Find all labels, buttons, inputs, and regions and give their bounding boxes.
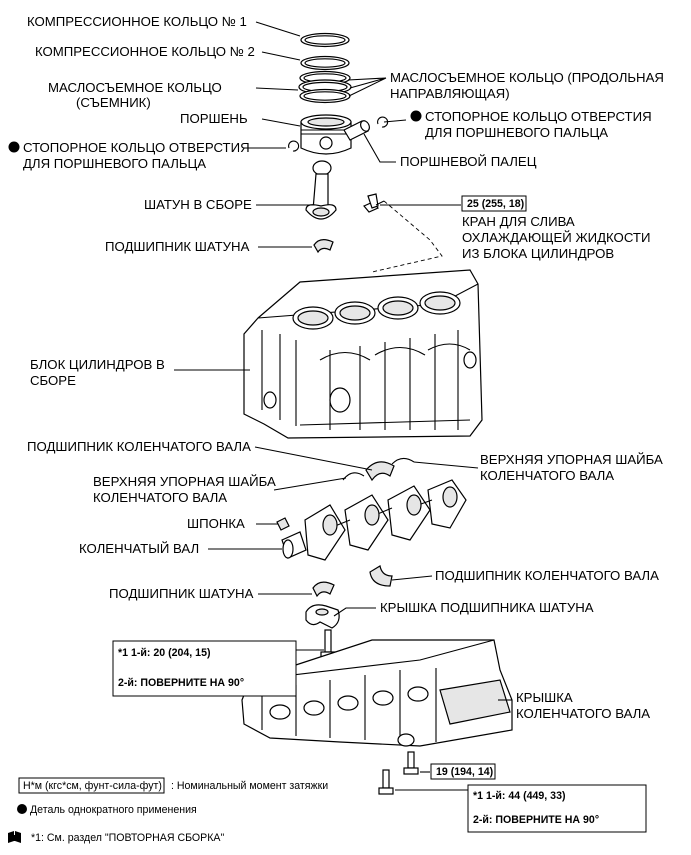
label-box1-line2: 2-й: ПОВЕРНИТЕ НА 90° [118, 677, 244, 689]
label-oil-ring-2: (СЪЕМНИК) [76, 95, 151, 110]
label-thrust-right-1: ВЕРХНЯЯ УПОРНАЯ ШАЙБА [480, 452, 663, 467]
ring-2 [300, 55, 350, 71]
label-piston: ПОРШЕНЬ [180, 111, 248, 126]
label-crankshaft: КОЛЕНЧАТЫЙ ВАЛ [79, 541, 199, 556]
label-oil-rail-1: МАСЛОСЪЕМНОЕ КОЛЬЦО (ПРОДОЛЬНАЯ [390, 70, 664, 85]
drain-torque-box [461, 195, 527, 212]
label-snap-right-1: СТОПОРНОЕ КОЛЬЦО ОТВЕРСТИЯ [425, 109, 652, 124]
rod-bearing-top-part [313, 239, 334, 254]
rod-bearing-bottom-part [312, 581, 335, 598]
leader-lines [174, 21, 512, 791]
label-thrust-left-1: ВЕРХНЯЯ УПОРНАЯ ШАЙБА [93, 474, 276, 489]
label-main-bearing-lower: ПОДШИПНИК КОЛЕНЧАТОГО ВАЛА [435, 568, 659, 583]
oil-ring-set [298, 70, 352, 104]
cap-bolt-44 [378, 769, 394, 795]
label-snap-left-1: СТОПОРНОЕ КОЛЬЦО ОТВЕРСТИЯ [23, 140, 250, 155]
label-ring-2: КОМПРЕССИОННОЕ КОЛЬЦО № 2 [35, 44, 255, 59]
label-key: ШПОНКА [187, 516, 245, 531]
rod-cap-part [305, 604, 340, 629]
piston-part [300, 114, 352, 155]
ring-1 [300, 32, 350, 48]
legend-unit-text: : Номинальный момент затяжки [171, 780, 328, 792]
crank-cap-part [241, 639, 513, 747]
single-use-dot-icon [17, 804, 27, 814]
cylinder-block-part [243, 269, 483, 439]
main-bearing-upper-part [365, 461, 395, 482]
single-use-dot-icon [8, 141, 20, 153]
label-box2-line1: *1 1-й: 44 (449, 33) [473, 790, 566, 802]
torque-box-2 [467, 784, 647, 833]
label-thrust-left-2: КОЛЕНЧАТОГО ВАЛА [93, 490, 227, 505]
cap-bolt-19 [403, 751, 419, 775]
connecting-rod-part [305, 160, 337, 220]
label-block-1: БЛОК ЦИЛИНДРОВ В [30, 357, 165, 372]
label-rod-bearing-bottom: ПОДШИПНИК ШАТУНА [109, 586, 254, 601]
unit-legend-box [18, 777, 165, 794]
legend-single-use: Деталь однократного применения [30, 804, 197, 816]
torque-box-19 [430, 763, 496, 780]
label-box1-line1: *1 1-й: 20 (204, 15) [118, 647, 211, 659]
label-drain-1: КРАН ДЛЯ СЛИВА [462, 214, 575, 229]
label-drain-3: ИЗ БЛОКА ЦИЛИНДРОВ [462, 246, 614, 261]
label-rod-cap: КРЫШКА ПОДШИПНИКА ШАТУНА [380, 600, 594, 615]
reassembly-book-icon [8, 831, 21, 843]
label-drain-2: ОХЛАЖДАЮЩЕЙ ЖИДКОСТИ [462, 230, 650, 245]
label-rod-bearing-top: ПОДШИПНИК ШАТУНА [105, 239, 250, 254]
label-piston-pin: ПОРШНЕВОЙ ПАЛЕЦ [400, 154, 537, 169]
drain-cock-guide [371, 200, 443, 273]
label-connecting-rod: ШАТУН В СБОРЕ [144, 197, 252, 212]
snap-ring-left-part [288, 140, 300, 152]
snap-ring-right-part [377, 116, 389, 128]
thrust-washer-left-part [342, 472, 365, 481]
label-drain-torque: 25 (255, 18) [467, 198, 524, 210]
legend-note: *1: См. раздел "ПОВТОРНАЯ СБОРКА" [31, 832, 224, 844]
label-torque-19: 19 (194, 14) [436, 766, 493, 778]
label-block-2: СБОРЕ [30, 373, 76, 388]
key-part [276, 517, 290, 531]
label-ring-1: КОМПРЕССИОННОЕ КОЛЬЦО № 1 [27, 14, 247, 29]
drain-cock-part [363, 193, 385, 213]
piston-pin-part [343, 120, 370, 141]
label-crank-cap-1: КРЫШКА [516, 690, 573, 705]
legend-unit: Н*м (кгс*см, фунт-сила-фут) [23, 780, 162, 792]
crankshaft-part [281, 479, 467, 561]
main-bearing-lower-part [369, 565, 393, 587]
label-thrust-right-2: КОЛЕНЧАТОГО ВАЛА [480, 468, 614, 483]
label-crank-cap-2: КОЛЕНЧАТОГО ВАЛА [516, 706, 650, 721]
label-snap-left-2: ДЛЯ ПОРШНЕВОГО ПАЛЬЦА [23, 156, 206, 171]
single-use-dot-icon [410, 110, 422, 122]
label-oil-ring-1: МАСЛОСЪЕМНОЕ КОЛЬЦО [48, 80, 222, 95]
label-box2-line2: 2-й: ПОВЕРНИТЕ НА 90° [473, 814, 599, 826]
label-main-bearing-upper: ПОДШИПНИК КОЛЕНЧАТОГО ВАЛА [27, 439, 251, 454]
torque-box-1 [112, 640, 297, 697]
label-oil-rail-2: НАПРАВЛЯЮЩАЯ) [390, 86, 510, 101]
label-snap-right-2: ДЛЯ ПОРШНЕВОГО ПАЛЬЦА [425, 125, 608, 140]
thrust-washer-right-part [391, 457, 415, 465]
